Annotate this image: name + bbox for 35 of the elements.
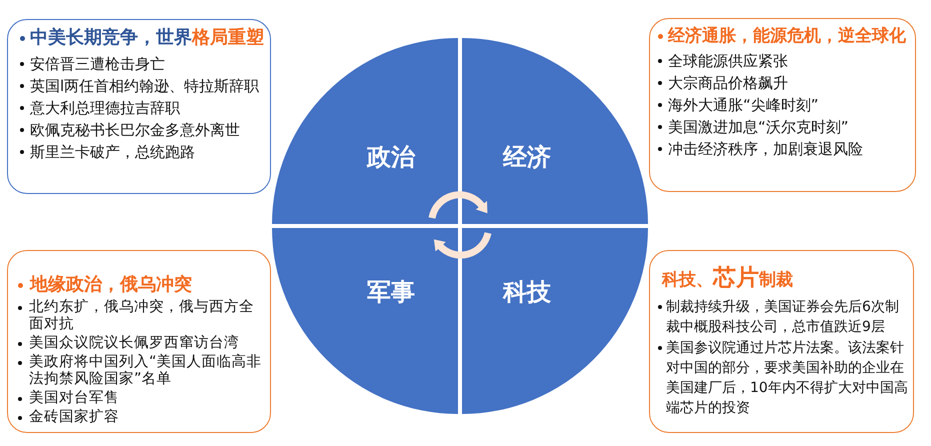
quadrant-segment: [272, 38, 458, 224]
list-item-text: 大宗商品价格飙升: [668, 73, 788, 94]
quadrant-label: 军事: [367, 277, 415, 307]
list-item-text: 金砖国家扩容: [29, 409, 119, 426]
card-heading: 地缘政治，俄乌冲突: [30, 273, 192, 297]
list-item-text: 美国参议院通过片芯片法案。该法案针对中国的部分，要求美国补助的企业在美国建厂后，10年内不得扩大对中国高端芯片的投资: [666, 339, 909, 418]
card-heading: 经济通胀，能源危机，逆全球化: [668, 25, 906, 48]
list-item-text: 美国众议院议长佩罗西窜访台湾: [29, 335, 239, 352]
list-item-text: 欧佩克秘书长巴尔金多意外离世: [30, 120, 240, 141]
list-item-text: 冲击经济秩序，加剧衰退风险: [668, 139, 863, 160]
quadrant-label: 科技: [503, 277, 551, 307]
list-item-text: 北约东扩，俄乌冲突，俄与西方全面对抗: [29, 299, 255, 333]
list-item-text: 海外大通胀“尖峰时刻”: [668, 95, 819, 116]
quadrant-segment: [462, 38, 648, 224]
list-item-text: 全球能源供应紧张: [668, 51, 788, 72]
quadrant-label: 经济: [503, 142, 551, 172]
info-card: [7, 19, 271, 194]
quadrant-segment: [272, 228, 458, 414]
list-item-text: 英国l两任首相约翰逊、特拉斯辞职: [30, 76, 260, 97]
list-item-text: 美国对台军售: [29, 390, 119, 407]
cycle-arrow: [428, 191, 488, 219]
card-heading: 中美长期竞争，世界格局重塑: [30, 26, 264, 50]
info-card: [7, 250, 271, 433]
list-item-text: 意大利总理德拉吉辞职: [30, 98, 180, 119]
list-item-text: 斯里兰卡破产，总统跑路: [30, 142, 195, 163]
list-item-text: 美政府将中国列入“美国人面临高非法拘禁风险国家”名单: [29, 354, 263, 388]
list-item-text: 美国激进加息“沃尔克时刻”: [668, 117, 849, 138]
card-heading: 科技、芯片制裁: [662, 264, 793, 293]
info-card: [649, 18, 916, 192]
quadrant-label: 政治: [367, 142, 415, 172]
list-item-text: 制裁持续升级，美国证券会先后6次制裁中概股科技公司，总市值跌近9层: [666, 298, 900, 337]
list-item-text: 安倍晋三遭枪击身亡: [30, 54, 165, 75]
cycle-arrow: [434, 232, 492, 259]
info-card: [649, 250, 914, 433]
quadrant-segment: [462, 228, 648, 414]
